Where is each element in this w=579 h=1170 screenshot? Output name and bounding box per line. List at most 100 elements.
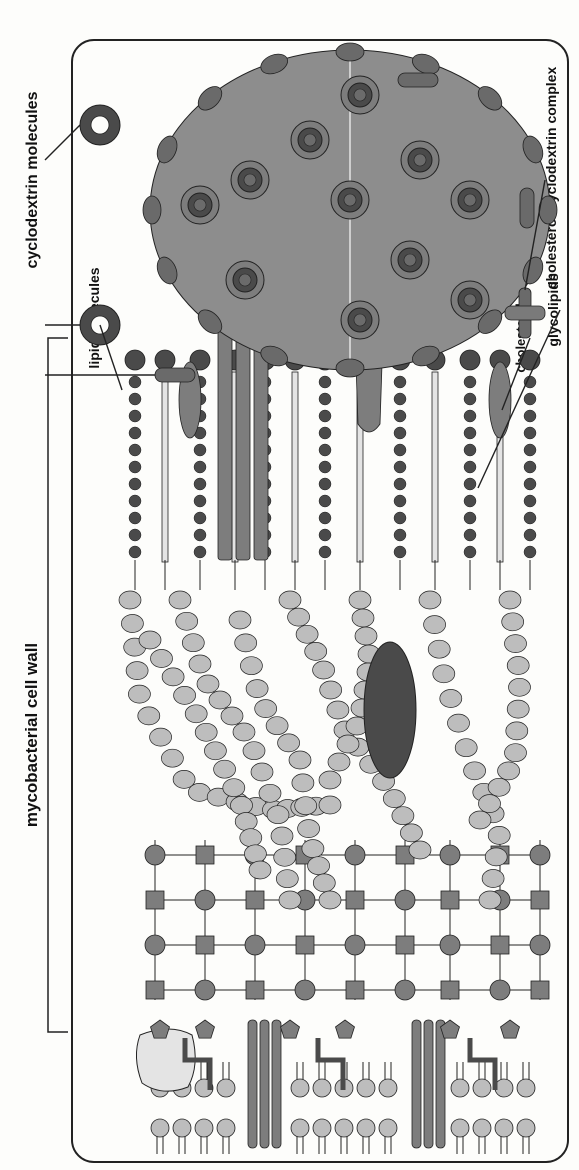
lipid-head [495,1079,513,1097]
membrane-protein [424,1020,433,1148]
sugar-bead [337,735,359,753]
mycolic-chain-bead [319,478,331,490]
sugar-bead [328,753,350,771]
free-cholesterol [520,188,534,228]
mycolic-chain-bead [524,376,536,388]
sugar-bead [231,796,253,814]
sugar-bead [479,891,501,909]
sugar-unit [195,890,215,910]
sugar-unit [196,846,214,864]
sugar-bead [502,613,524,631]
sugar-bead [161,749,183,767]
embedded-cyclodextrin-hole [304,134,316,146]
sugar-bead [289,751,311,769]
lipid-head [125,350,145,370]
sugar-bead [126,662,148,680]
lipid-head [313,1079,331,1097]
free-cholesterol [155,368,195,382]
sugar-unit [295,980,315,1000]
embedded-cyclodextrin-hole [239,274,251,286]
mycolic-chain-bead [464,495,476,507]
mycolic-chain-bead [194,478,206,490]
sugar-bead [352,609,374,627]
sugar-bead [221,707,243,725]
sugar-bead [214,760,236,778]
sugar-unit [395,980,415,1000]
sugar-bead [479,795,501,813]
sugar-bead [498,762,520,780]
sugar-bead [482,870,504,888]
mycolic-chain-bead [129,495,141,507]
sugar-bead [296,625,318,643]
sugar-bead [138,707,160,725]
mycolic-chain-bead [129,512,141,524]
lipid-head [473,1119,491,1137]
mycolic-chain-bead [194,461,206,473]
mycolic-chain-bead [194,546,206,558]
mycolic-chain-bead [394,512,406,524]
mycolic-chain-bead [319,393,331,405]
lipid-head [313,1119,331,1137]
sugar-bead [424,616,446,634]
embedded-cyclodextrin-hole [244,174,256,186]
sugar-unit [395,890,415,910]
mycolic-chain-bead [319,444,331,456]
sugar-bead [151,650,173,668]
linker-pentagon [196,1020,215,1038]
lipid-head [291,1119,309,1137]
membrane-protein [260,1020,269,1148]
arabinogalactan-layer [119,591,531,909]
sugar-bead [455,739,477,757]
lipid-head [151,1119,169,1137]
embedded-cyclodextrin-hole [404,254,416,266]
mycolic-chain-bead [319,427,331,439]
sugar-unit [246,891,264,909]
sugar-bead [506,722,528,740]
linker-pentagon [336,1020,355,1038]
sugar-bead [485,848,507,866]
sugar-bead [209,691,231,709]
cell-wall-bracket [48,338,68,1032]
membrane-protein [412,1020,421,1148]
sugar-bead [162,668,184,686]
sphere-rim-bump [336,359,364,377]
mycolic-chain-bead [394,495,406,507]
sugar-unit [396,936,414,954]
sugar-unit [245,935,265,955]
lipid-head [173,1119,191,1137]
sugar-bead [319,771,341,789]
mycolic-chain-bead [394,478,406,490]
sugar-bead [229,611,251,629]
mycolic-chain-bead [129,478,141,490]
sugar-bead [469,811,491,829]
mycolic-chain-bead [464,546,476,558]
sugar-bead [233,723,255,741]
lipid-head [473,1079,491,1097]
sugar-unit [531,891,549,909]
lipid-head [517,1119,535,1137]
sugar-unit [296,936,314,954]
sugar-bead [185,705,207,723]
lipid-head [217,1079,235,1097]
sugar-bead [320,681,342,699]
embedded-cyclodextrin-hole [194,199,206,211]
complex-horizontal [505,306,545,320]
plasma-membrane [136,1020,535,1154]
sugar-bead [327,701,349,719]
lipid-head [217,1119,235,1137]
sugar-bead [383,790,405,808]
sphere-rim-bump [336,43,364,61]
sphere-rim-bump [143,196,161,224]
sugar-bead [255,700,277,718]
mycolic-chain-bead [394,529,406,541]
lipid-tail [432,372,438,562]
sugar-bead [121,615,143,633]
mycolic-chain-bead [394,410,406,422]
mycolic-chain-bead [524,410,536,422]
sugar-bead [128,685,150,703]
sugar-bead [292,774,314,792]
sugar-bead [182,634,204,652]
sugar-unit [146,981,164,999]
mycolic-chain-bead [194,495,206,507]
sugar-bead [119,591,141,609]
